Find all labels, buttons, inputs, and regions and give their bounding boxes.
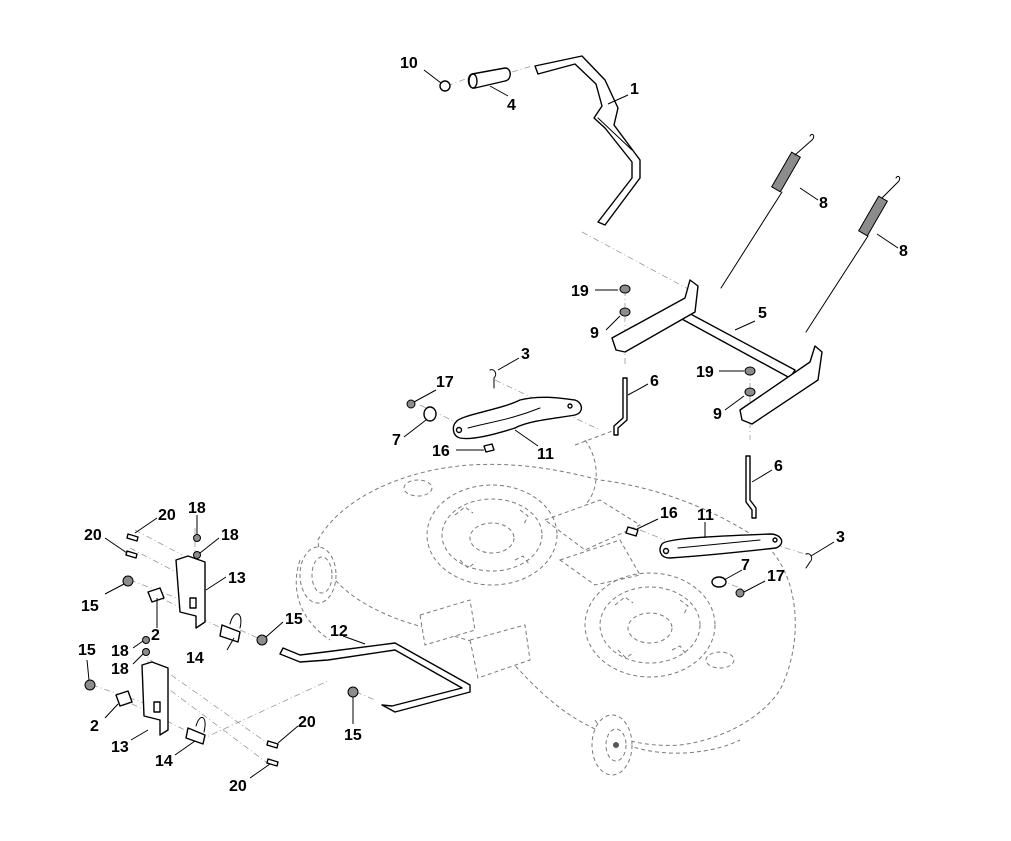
hairpin-clip-right xyxy=(805,553,813,569)
callout-9-right: 9 xyxy=(713,406,722,423)
shoulder-bolt-right xyxy=(625,526,639,537)
handle-grip xyxy=(467,67,511,89)
callout-19-left: 19 xyxy=(571,283,589,300)
lift-handle xyxy=(534,55,641,226)
front-hanger-rod xyxy=(279,642,471,713)
callout-3-left: 3 xyxy=(521,346,530,363)
callout-6-left: 6 xyxy=(650,373,659,390)
callout-14-upper: 14 xyxy=(186,650,204,667)
washer-left xyxy=(423,406,437,422)
nut-9-left xyxy=(619,307,631,317)
bolt-20-d xyxy=(266,758,279,767)
extension-spring-right xyxy=(805,175,901,333)
callout-4: 4 xyxy=(507,97,516,114)
callout-13-upper: 13 xyxy=(228,570,246,587)
lock-nut-19-left xyxy=(619,284,631,294)
callout-11-right: 11 xyxy=(697,507,714,524)
callout-10: 10 xyxy=(400,55,418,72)
callout-13-lower: 13 xyxy=(111,739,129,756)
lock-nut-15-a xyxy=(122,575,134,587)
lock-nut-17-right xyxy=(735,588,745,598)
callout-18-b: 18 xyxy=(221,527,239,544)
callout-17-right: 17 xyxy=(767,568,785,585)
lift-arm-right xyxy=(659,533,783,559)
callout-20-d: 20 xyxy=(229,778,247,795)
nut-18-c xyxy=(142,636,150,644)
spacer-bushing-lower xyxy=(115,690,133,707)
callout-6-right: 6 xyxy=(774,458,783,475)
lift-shaft-assembly xyxy=(611,279,823,425)
washer-right xyxy=(711,576,727,588)
callout-7-left: 7 xyxy=(392,432,401,449)
callout-labels: 10 4 1 8 8 19 9 5 19 9 3 6 17 7 16 11 6 … xyxy=(78,55,908,795)
lock-nut-19-right xyxy=(744,366,756,376)
callout-7-right: 7 xyxy=(741,557,750,574)
hanger-bracket-upper xyxy=(175,555,206,629)
callout-15-a: 15 xyxy=(81,598,99,615)
hairpin-clip-left xyxy=(489,369,497,389)
callout-18-d: 18 xyxy=(111,661,129,678)
callout-14-lower: 14 xyxy=(155,753,173,770)
lift-link-rod-right xyxy=(745,455,757,519)
shoulder-bolt-left xyxy=(483,443,495,453)
lock-nut-15-d xyxy=(347,686,359,698)
callout-15-d: 15 xyxy=(344,727,362,744)
callout-18-a: 18 xyxy=(188,500,206,517)
callout-15-c: 15 xyxy=(78,642,96,659)
callout-leaders xyxy=(86,69,899,779)
callout-2-lower: 2 xyxy=(90,718,99,735)
callout-9-left: 9 xyxy=(590,325,599,342)
lock-nut-15-b xyxy=(256,634,268,646)
callout-19-right: 19 xyxy=(696,364,714,381)
pin-with-clip-upper xyxy=(219,613,242,643)
callout-20-a: 20 xyxy=(158,507,176,524)
callout-18-c: 18 xyxy=(111,643,129,660)
bolt-20-a xyxy=(126,533,139,542)
callout-20-b: 20 xyxy=(84,527,102,544)
nut-18-b xyxy=(193,551,201,559)
callout-8-right: 8 xyxy=(899,243,908,260)
hanger-bracket-lower xyxy=(141,661,169,736)
pin-with-clip-lower xyxy=(185,717,206,745)
lock-nut-17-left xyxy=(406,399,416,409)
callout-15-b: 15 xyxy=(285,611,303,628)
lock-nut-15-c xyxy=(84,679,96,691)
callout-1: 1 xyxy=(630,81,639,98)
callout-3-right: 3 xyxy=(836,529,845,546)
bolt-20-c xyxy=(266,740,279,749)
callout-8-left: 8 xyxy=(819,195,828,212)
callout-12: 12 xyxy=(330,623,348,640)
nut-18-d xyxy=(142,648,150,656)
spacer-bushing-upper xyxy=(147,587,165,603)
callout-20-c: 20 xyxy=(298,714,316,731)
end-cap xyxy=(439,80,451,92)
callout-16-right: 16 xyxy=(660,505,678,522)
lift-arm-left xyxy=(452,396,583,440)
bolt-20-b xyxy=(125,550,138,559)
callout-17-left: 17 xyxy=(436,374,454,391)
callout-2-upper: 2 xyxy=(151,627,160,644)
callout-11-left: 11 xyxy=(537,446,554,463)
nut-18-a xyxy=(193,534,201,542)
extension-spring-left xyxy=(720,133,815,289)
callout-16-left: 16 xyxy=(432,443,450,460)
nut-9-right xyxy=(744,387,756,397)
callout-5: 5 xyxy=(758,305,767,322)
lift-link-rod-left xyxy=(613,377,628,436)
mower-deck xyxy=(295,429,796,776)
